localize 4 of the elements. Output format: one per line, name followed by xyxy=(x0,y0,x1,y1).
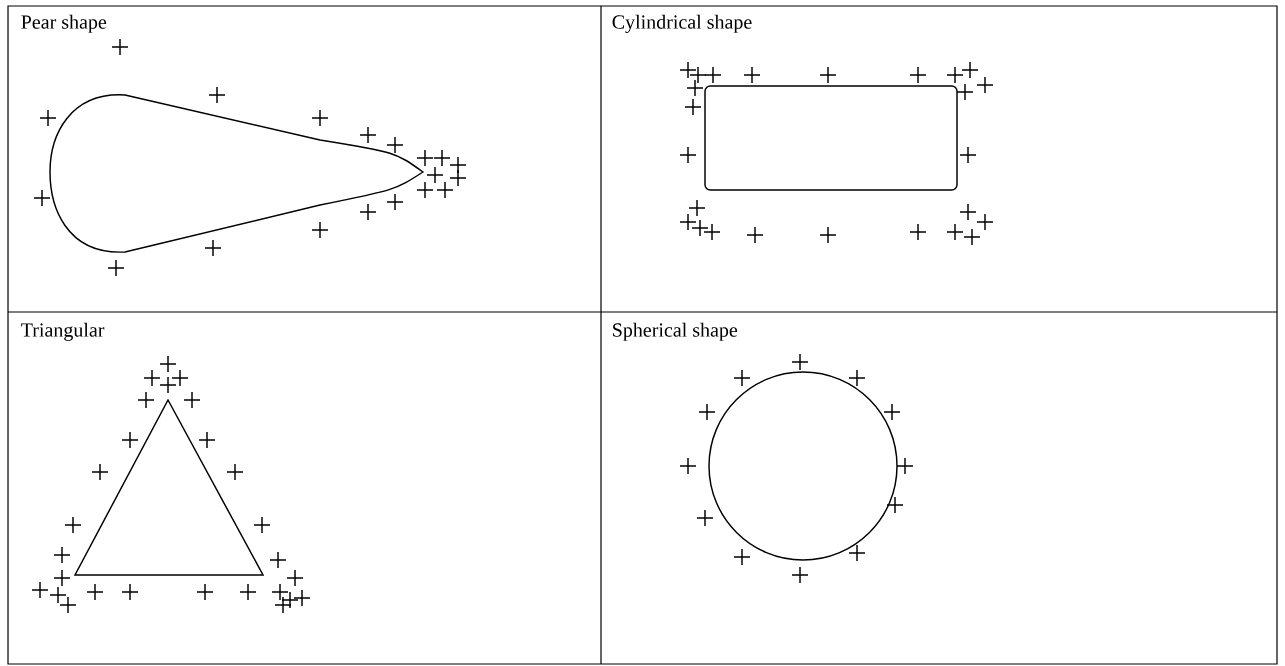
cell-heading: Spherical shape xyxy=(613,322,738,341)
cell-heading: Triangular xyxy=(21,322,105,341)
cell-heading: Cylindrical shape xyxy=(612,14,752,33)
cell-heading: Pear shape xyxy=(21,14,107,33)
